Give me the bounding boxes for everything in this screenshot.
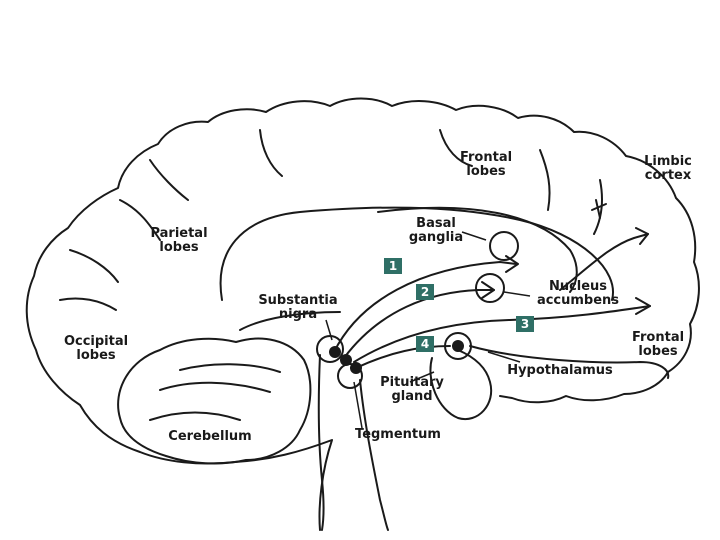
hypothalamus-dot <box>452 340 464 352</box>
label-occipital-lobes: Occipital lobes <box>63 334 129 363</box>
callosum <box>239 311 670 379</box>
brainstem-right <box>359 379 389 531</box>
substantia-dot <box>329 346 341 358</box>
pathway-badge-1: 1 <box>384 258 402 274</box>
vta-dot-2 <box>350 362 362 374</box>
pathway-3 <box>353 305 651 363</box>
label-tegmentum: Tegmentum <box>355 427 441 442</box>
label-hypothalamus: Hypothalamus <box>507 363 613 378</box>
brainstem-left <box>317 354 325 531</box>
label-basal-ganglia: Basal ganglia <box>408 216 464 245</box>
label-pituitary-gland: Pituitary gland <box>380 375 444 404</box>
label-parietal-lobes: Parietal lobes <box>150 226 208 255</box>
hypothalamus-circle <box>444 332 472 360</box>
pathway-badge-3: 3 <box>516 316 534 332</box>
pathway-badge-4: 4 <box>416 336 434 352</box>
label-frontal-lobes-bottom: Frontal lobes <box>631 330 685 359</box>
pathway-badge-2: 2 <box>416 284 434 300</box>
pathway-4 <box>355 345 451 369</box>
label-substantia-nigra: Substantia nigra <box>258 293 338 322</box>
cerebellum-outline <box>117 337 312 465</box>
label-nucleus-accumbens: Nucleus accumbens <box>536 279 620 308</box>
limbic-path <box>559 233 649 291</box>
basal-ganglia-circle <box>489 231 519 261</box>
pathway-1 <box>333 261 517 353</box>
cerebellum-fold <box>149 363 281 421</box>
vta-dot-1 <box>340 354 352 366</box>
brain-outline <box>25 97 700 531</box>
label-cerebellum: Cerebellum <box>168 429 252 444</box>
label-frontal-lobes-top: Frontal lobes <box>459 150 513 179</box>
substantia-circle <box>316 335 344 363</box>
nucleus-accumbens-circle <box>475 273 505 303</box>
label-limbic-cortex: Limbic cortex <box>644 154 692 183</box>
pathway-2 <box>343 289 495 359</box>
pituitary-outline <box>429 349 493 421</box>
